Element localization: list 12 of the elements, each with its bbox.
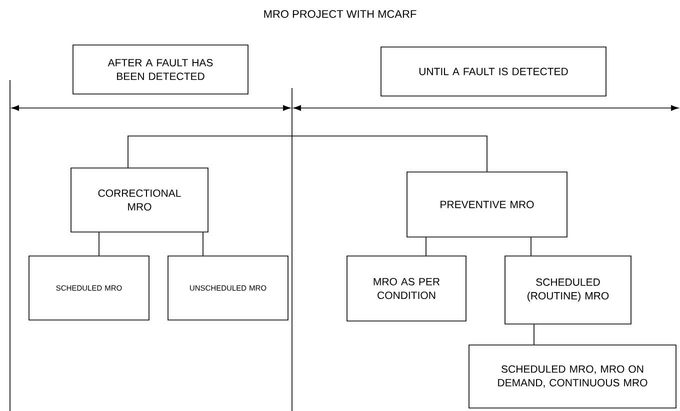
process-box: SCHEDULED (ROUTINE) MRO (504, 256, 632, 324)
process-box: MRO AS PER CONDITION (346, 256, 466, 322)
process-box: PREVENTIVE MRO (406, 172, 568, 238)
connector-line (530, 236, 532, 256)
title: MRO PROJECT WITH MCARF (264, 10, 416, 18)
process-box: AFTER A FAULT HAS BEEN DETECTED (72, 44, 248, 94)
process-box: CORRECTIONAL MRO (70, 168, 208, 232)
connector-line (98, 232, 100, 256)
connector-line (202, 232, 204, 256)
process-box: UNTIL A FAULT IS DETECTED (380, 46, 606, 96)
process-box: SCHEDULED MRO, MRO ON DEMAND, CONTINUOUS MRO (468, 344, 676, 408)
connector-line (128, 136, 488, 172)
